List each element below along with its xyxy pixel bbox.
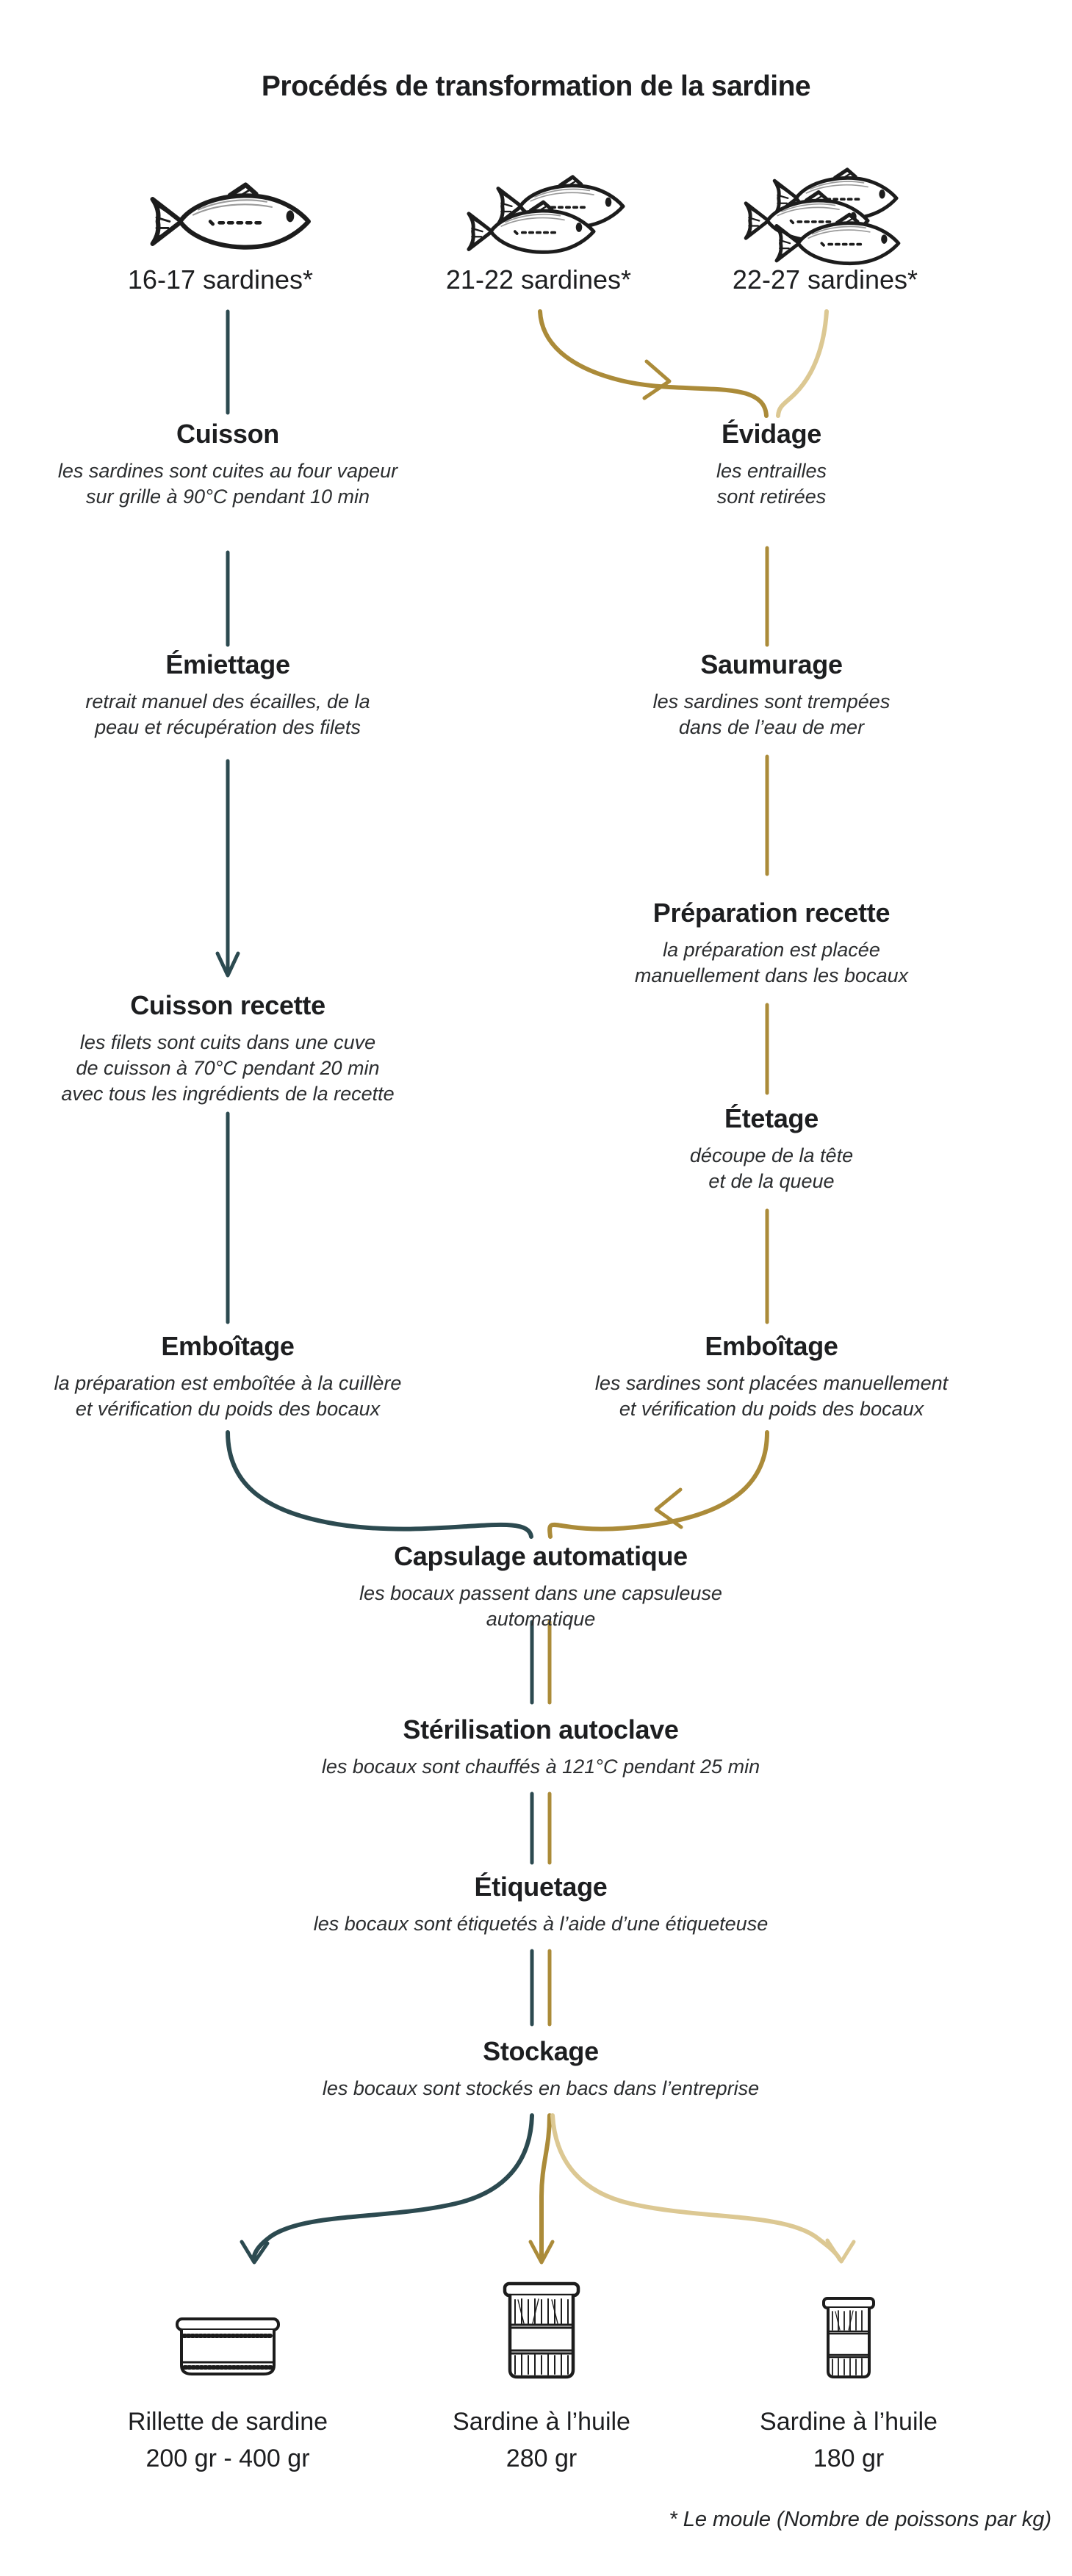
step-title: Emboîtage: [161, 1331, 295, 1361]
step-cuisson: Cuisson les sardines sont cuites au four…: [22, 419, 434, 510]
flow-curve-split-right: [550, 2113, 842, 2262]
step-desc: les sardines sont cuites au four vapeur …: [57, 460, 398, 508]
step-emboitage-gauche: Emboîtage la préparation est emboîtée à …: [22, 1331, 434, 1422]
step-title: Étiquetage: [474, 1872, 608, 1902]
step-title: Préparation recette: [652, 898, 891, 928]
product-name: Rillette de sardine: [127, 2408, 328, 2436]
step-title: Stockage: [483, 2036, 599, 2066]
fish-pair-icon: [461, 175, 638, 267]
step-etiquetage: Étiquetage les bocaux sont étiquetés à l…: [306, 1872, 776, 1937]
step-desc: les bocaux sont stockés en bacs dans l’e…: [322, 2077, 760, 2099]
step-title: Cuisson: [176, 419, 279, 449]
step-desc: la préparation est emboîtée à la cuillèr…: [54, 1372, 402, 1420]
step-title: Évidage: [722, 419, 821, 449]
step-desc: les bocaux passent dans une capsuleuse a…: [359, 1582, 722, 1630]
product-weight: 200 gr - 400 gr: [145, 2445, 310, 2472]
arrowhead-split-right-icon: [825, 2238, 856, 2264]
page-title: Procédés de transformation de la sardine: [261, 71, 811, 102]
step-title: Cuisson recette: [130, 990, 325, 1020]
product-sardine-huile-280: Sardine à l’huile 280 gr: [387, 2403, 696, 2477]
step-stockage: Stockage les bocaux sont stockés en bacs…: [306, 2036, 776, 2101]
input-label-16-17: 16-17 sardines*: [127, 264, 314, 295]
product-weight: 180 gr: [813, 2445, 885, 2472]
arrowhead-split-left-icon: [240, 2240, 270, 2265]
step-desc: les bocaux sont étiquetés à l’aide d’une…: [313, 1913, 769, 1935]
fish-icon: [143, 182, 327, 264]
rillette-tin-icon: [173, 2315, 283, 2382]
jar-small-icon: [820, 2296, 877, 2384]
arrowhead-split-center-icon: [528, 2240, 555, 2265]
step-preparation-recette: Préparation recette la préparation est p…: [566, 898, 977, 989]
flow-curve-left-merge: [226, 1430, 533, 1539]
input-label-21-22: 21-22 sardines*: [445, 264, 632, 295]
step-etetage: Étetage découpe de la tête et de la queu…: [566, 1103, 977, 1194]
step-desc: les bocaux sont chauffés à 121°C pendant…: [321, 1756, 760, 1778]
step-saumurage: Saumurage les sardines sont trempées dan…: [566, 649, 977, 740]
footnote: * Le moule (Nombre de poissons par kg): [669, 2508, 1051, 2531]
product-weight: 280 gr: [506, 2445, 578, 2472]
step-cuisson-recette: Cuisson recette les filets sont cuits da…: [22, 990, 434, 1107]
step-title: Émiettage: [165, 649, 290, 679]
step-title: Capsulage automatique: [394, 1541, 688, 1571]
step-emiettage: Émiettage retrait manuel des écailles, d…: [22, 649, 434, 740]
step-title: Emboîtage: [705, 1331, 838, 1361]
flow-curve-mid-merge: [538, 309, 769, 418]
step-capsulage: Capsulage automatique les bocaux passent…: [306, 1541, 776, 1632]
flow-curve-split-left: [251, 2113, 534, 2262]
arrowhead-mid-right-icon: [642, 359, 672, 400]
step-desc: la préparation est placée manuellement d…: [634, 939, 909, 986]
flow-line-split-center: [539, 2113, 552, 2262]
step-title: Étetage: [724, 1103, 819, 1133]
arrowhead-merge-left-icon: [654, 1487, 683, 1529]
step-desc: les filets sont cuits dans une cuve de c…: [61, 1031, 395, 1105]
arrowhead-left-down-icon: [215, 951, 240, 978]
step-title: Saumurage: [700, 649, 843, 679]
step-title: Stérilisation autoclave: [403, 1714, 679, 1745]
step-sterilisation: Stérilisation autoclave les bocaux sont …: [306, 1714, 776, 1780]
step-evidage: Évidage les entrailles sont retirées: [566, 419, 977, 510]
product-name: Sardine à l’huile: [760, 2408, 938, 2436]
product-rillette: Rillette de sardine 200 gr - 400 gr: [73, 2403, 382, 2477]
flow-curve-right-merge: [547, 1430, 769, 1539]
product-name: Sardine à l’huile: [453, 2408, 630, 2436]
step-desc: découpe de la tête et de la queue: [689, 1144, 854, 1192]
step-desc: les sardines sont placées manuellement e…: [594, 1372, 949, 1420]
product-sardine-huile-180: Sardine à l’huile 180 gr: [694, 2403, 1003, 2477]
jar-large-icon: [497, 2281, 586, 2384]
step-emboitage-droite: Emboîtage les sardines sont placées manu…: [566, 1331, 977, 1422]
fish-trio-icon: [738, 167, 911, 278]
step-desc: les entrailles sont retirées: [716, 460, 827, 508]
input-label-22-27: 22-27 sardines*: [732, 264, 918, 295]
step-desc: les sardines sont trempées dans de l’eau…: [652, 690, 891, 738]
flow-curve-tan-merge: [776, 309, 829, 418]
step-desc: retrait manuel des écailles, de la peau …: [85, 690, 370, 738]
